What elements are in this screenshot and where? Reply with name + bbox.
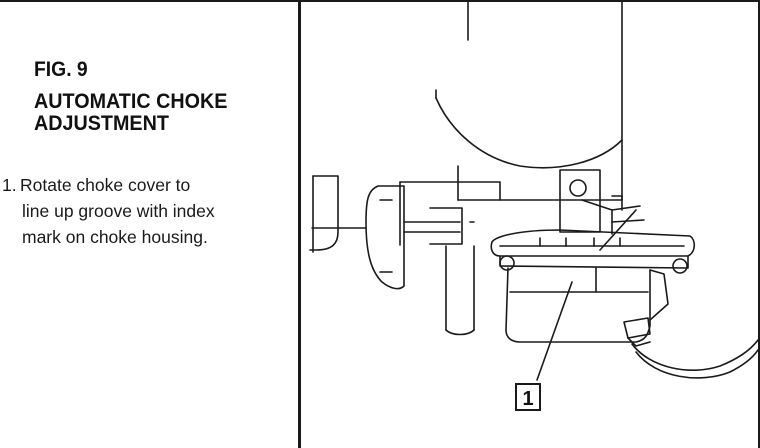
- step-number: 1.: [2, 175, 17, 195]
- step-line-2: line up groove with index: [22, 201, 215, 221]
- step-line-3: mark on choke housing.: [22, 227, 208, 247]
- choke-diaphragm: [365, 185, 405, 290]
- callout-leader: [536, 281, 573, 381]
- heater-wire: [631, 339, 758, 372]
- choke-illustration: 1: [309, 0, 758, 411]
- figure-number: FIG. 9: [34, 58, 88, 81]
- air-cleaner-outline: [435, 0, 623, 169]
- vacuum-hose: [309, 175, 339, 251]
- callout-number: 1: [522, 388, 533, 410]
- figure-title-line-1: AUTOMATIC CHOKE: [34, 90, 228, 113]
- step-line-1: Rotate choke cover to: [20, 175, 191, 195]
- figure-title-line-2: ADJUSTMENT: [34, 112, 169, 135]
- step-text: Rotate choke cover to line up groove wit…: [20, 172, 292, 250]
- choke-housing: [490, 229, 696, 257]
- choke-cover: [505, 267, 651, 343]
- callout-box: [515, 383, 541, 411]
- figure-title: AUTOMATIC CHOKE ADJUSTMENT: [34, 91, 278, 135]
- column-divider: [298, 0, 301, 448]
- carburetor-body: [457, 139, 623, 201]
- caption-panel: FIG. 9 AUTOMATIC CHOKE ADJUSTMENT 1. Rot…: [0, 0, 298, 448]
